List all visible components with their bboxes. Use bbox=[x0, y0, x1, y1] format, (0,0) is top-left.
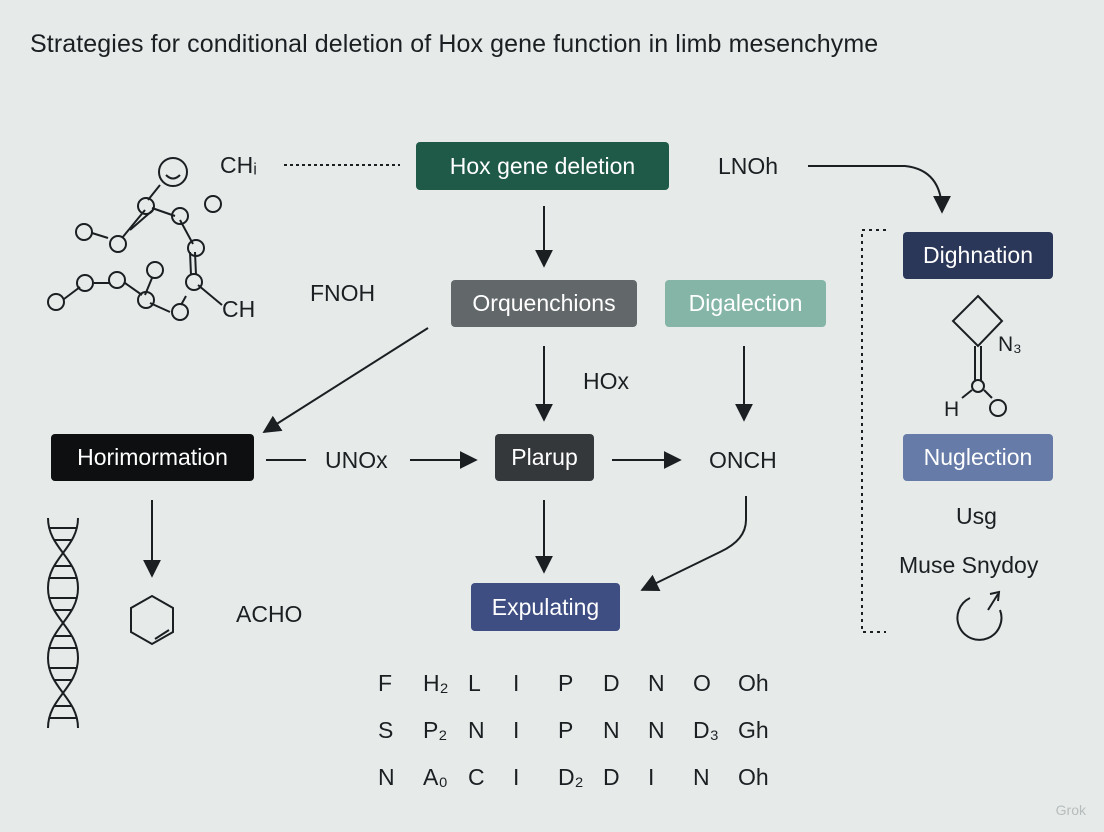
grid-cell: N bbox=[468, 717, 485, 743]
node-plarup: Plarup bbox=[495, 434, 594, 481]
grid-cell: D₃ bbox=[693, 717, 719, 743]
node-nuglection: Nuglection bbox=[903, 434, 1053, 481]
grid-cell: F bbox=[378, 670, 393, 696]
grid-cell: I bbox=[648, 764, 655, 790]
label-ch-top: CHᵢ bbox=[220, 152, 257, 178]
grid-cell: H₂ bbox=[423, 670, 449, 696]
symbol-grid: F H₂ L I P D N O Oh S P₂ N I P N N D₃ Gh… bbox=[378, 660, 786, 801]
arrow-orquenchions-horimormation bbox=[262, 327, 429, 433]
grid-row: S P₂ N I P N N D₃ Gh bbox=[378, 707, 786, 754]
node-dighnation: Dighnation bbox=[903, 232, 1053, 279]
node-hox-gene-deletion: Hox gene deletion bbox=[416, 142, 669, 190]
diamond-structure-icon bbox=[951, 294, 1007, 417]
grid-cell: O bbox=[693, 670, 711, 696]
grid-cell: Oh bbox=[738, 764, 769, 790]
label-ch-bottom: CH bbox=[222, 296, 256, 322]
node-orquenchions: Orquenchions bbox=[451, 280, 637, 327]
label-h: H bbox=[944, 398, 960, 421]
grid-cell: N bbox=[648, 670, 665, 696]
grid-cell: Gh bbox=[738, 717, 769, 743]
grid-cell: D₂ bbox=[558, 764, 584, 790]
grid-cell: P bbox=[558, 670, 574, 696]
refresh-icon bbox=[956, 590, 1003, 641]
label-hox: HOx bbox=[583, 368, 629, 394]
grid-cell: P bbox=[558, 717, 574, 743]
grid-cell: A₀ bbox=[423, 764, 448, 790]
watermark: Grok bbox=[1055, 802, 1086, 818]
grid-cell: L bbox=[468, 670, 481, 696]
label-n3: N₃ bbox=[998, 333, 1022, 356]
grid-cell: I bbox=[513, 764, 520, 790]
grid-cell: Oh bbox=[738, 670, 769, 696]
grid-cell: I bbox=[513, 670, 520, 696]
diagram-title: Strategies for conditional deletion of H… bbox=[30, 30, 879, 58]
grid-cell: S bbox=[378, 717, 394, 743]
label-acho: ACHO bbox=[236, 601, 303, 627]
grid-cell: I bbox=[513, 717, 520, 743]
label-usg: Usg bbox=[956, 503, 997, 529]
node-expulating: Expulating bbox=[471, 583, 620, 631]
label-lnoh: LNOh bbox=[718, 153, 779, 179]
arrow-onch-expulating bbox=[640, 496, 747, 591]
grid-cell: N bbox=[603, 717, 620, 743]
grid-cell: C bbox=[468, 764, 485, 790]
grid-row: F H₂ L I P D N O Oh bbox=[378, 660, 786, 707]
dna-helix-icon bbox=[46, 517, 80, 729]
grid-cell: N bbox=[378, 764, 395, 790]
grid-cell: D bbox=[603, 670, 620, 696]
label-unox: UNOx bbox=[325, 447, 388, 473]
grid-cell: D bbox=[603, 764, 620, 790]
grid-cell: P₂ bbox=[423, 717, 448, 743]
molecule-structure-icon bbox=[47, 157, 223, 321]
cyclohexene-ring-icon bbox=[130, 594, 174, 646]
arrow-lnoh-dighnation bbox=[808, 165, 951, 214]
grid-row: N A₀ C I D₂ D I N Oh bbox=[378, 754, 786, 801]
grid-cell: N bbox=[648, 717, 665, 743]
grid-cell: N bbox=[693, 764, 710, 790]
node-digalection: Digalection bbox=[665, 280, 826, 327]
dotted-bracket bbox=[861, 229, 886, 633]
label-onch: ONCH bbox=[709, 447, 777, 473]
label-fnoh: FNOH bbox=[310, 280, 376, 306]
label-muse-snydoy: Muse Snydoy bbox=[899, 552, 1039, 578]
node-horimormation: Horimormation bbox=[51, 434, 254, 481]
